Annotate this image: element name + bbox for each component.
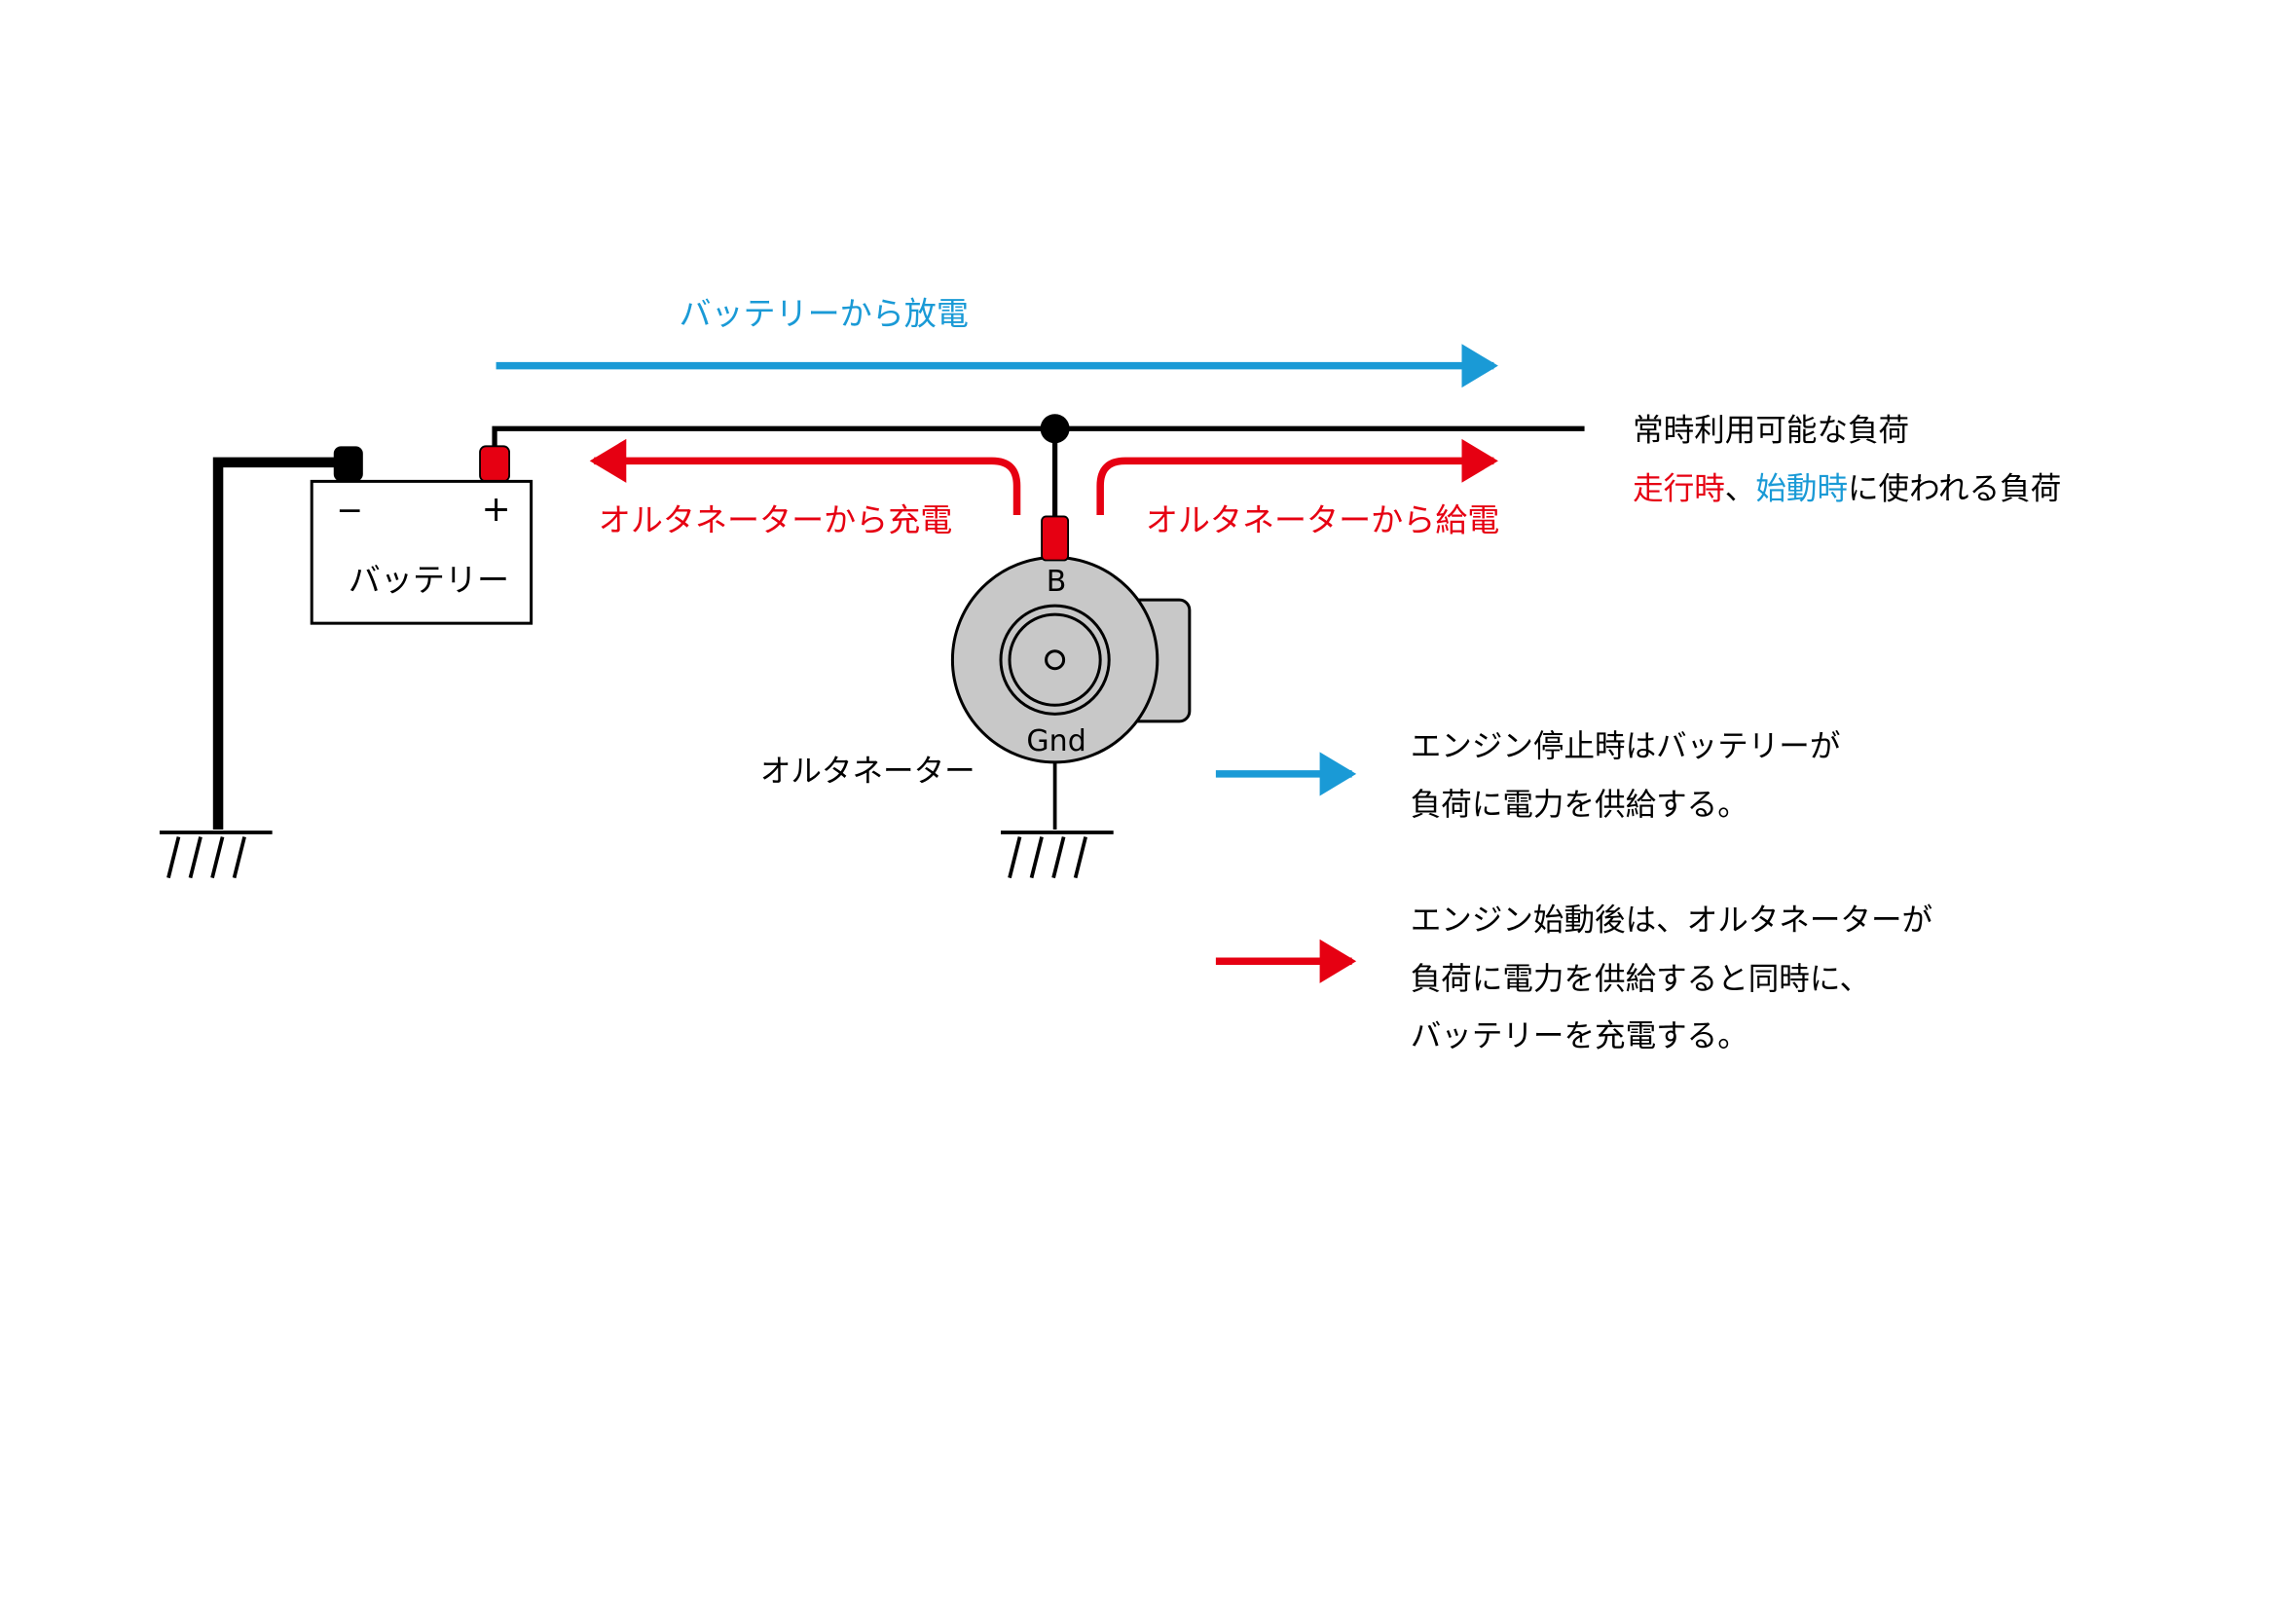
battery-plus-label: +: [481, 489, 510, 530]
alternator-pulley-outer: [999, 604, 1111, 716]
load-running-text: 走行時、始動時に使われる負荷: [1633, 471, 2061, 506]
alternator-gnd-label: Gnd: [1026, 724, 1085, 758]
battery-ground-symbol: [159, 830, 273, 879]
load-running-label: 走行時: [1633, 471, 1725, 506]
legend-red-line-1: エンジン始動後は、オルタネーターが: [1411, 904, 1932, 939]
legend-red-line-3: バッテリーを充電する。: [1411, 1018, 1748, 1053]
alternator-pulley-inner: [1008, 612, 1102, 707]
battery-box: [310, 479, 533, 625]
legend-red-line-2: 負荷に電力を供給すると同時に、: [1411, 962, 1870, 997]
alternator-b-terminal: [1041, 515, 1070, 562]
load-separator: 、: [1725, 471, 1756, 506]
load-starting-label: 始動時: [1755, 471, 1848, 506]
alternator-b-label: B: [1047, 565, 1067, 599]
alternator-ground-symbol: [1000, 830, 1114, 879]
discharge-label: バッテリーから放電: [679, 295, 968, 333]
battery-ground-wire: [212, 457, 349, 830]
main-bus-wire: [492, 425, 1585, 447]
charge-arrow: [589, 438, 1021, 515]
legend-blue-line-2: 負荷に電力を供給する。: [1411, 788, 1748, 823]
load-rest-label: に使われる負荷: [1848, 471, 2061, 506]
alternator-label: オルタネーター: [760, 754, 975, 789]
supply-label: オルタネーターから給電: [1146, 500, 1500, 538]
legend-blue-line-1: エンジン停止時はバッテリーが: [1411, 729, 1841, 764]
alternator-shaft: [1045, 649, 1066, 671]
junction-dot: [1040, 414, 1070, 444]
battery-positive-terminal: [479, 445, 510, 483]
battery-minus-label: −: [336, 491, 363, 529]
battery-negative-terminal: [333, 446, 363, 482]
battery-label: バッテリー: [349, 561, 509, 599]
load-always-label: 常時利用可能な負荷: [1633, 413, 1909, 448]
charge-label: オルタネーターから充電: [599, 500, 953, 538]
supply-arrow: [1096, 438, 1498, 515]
